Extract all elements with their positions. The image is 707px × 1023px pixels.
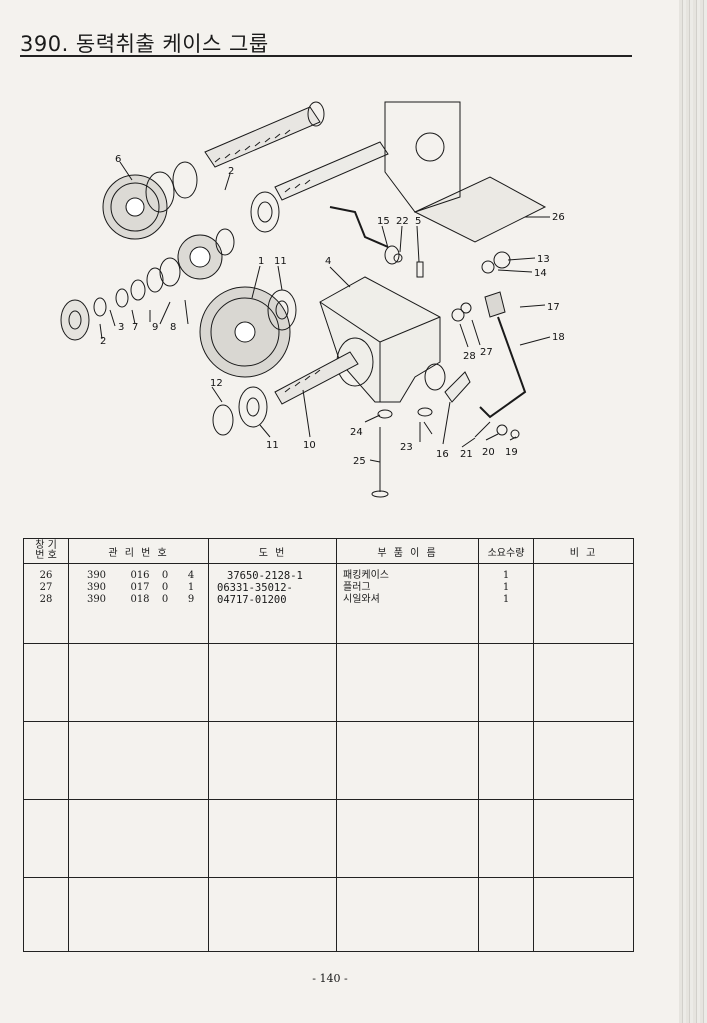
- mgmt-part1: 390: [86, 582, 107, 593]
- callout-7: 7: [132, 322, 138, 333]
- mgmt-part3: 0: [161, 594, 169, 605]
- callout-labels: 6 2 15 22 5 26 13 14 4 1 11 17 18 3 7 9 …: [100, 154, 565, 467]
- header-management-no: 관 리 번 호: [68, 538, 209, 564]
- exploded-parts-diagram: 6 2 15 22 5 26 13 14 4 1 11 17 18 3 7 9 …: [20, 62, 632, 532]
- table-row-empty: [23, 877, 634, 952]
- callout-26: 26: [552, 212, 565, 223]
- page-number: - 140 -: [312, 972, 348, 985]
- mgmt-part4: 4: [187, 570, 195, 581]
- callout-16: 16: [436, 449, 449, 460]
- table-row-empty: [23, 643, 634, 722]
- header-drawing-no: 도 번: [208, 538, 337, 564]
- drawing-no-cell: 37650-2128-1: [227, 570, 303, 582]
- part-name-cell: 시일와셔: [343, 594, 380, 605]
- callout-18: 18: [552, 332, 565, 343]
- mgmt-part3: 0: [161, 570, 169, 581]
- callout-24: 24: [350, 427, 363, 438]
- diagram-svg: 6 2 15 22 5 26 13 14 4 1 11 17 18 3 7 9 …: [60, 101, 565, 498]
- drawing-no-cell: 04717-01200: [217, 594, 287, 606]
- mgmt-part2: 017: [130, 582, 150, 593]
- page-title: 390. 동력취출 케이스 그룹: [20, 32, 269, 56]
- callout-9: 9: [152, 322, 158, 333]
- mgmt-part1: 390: [86, 594, 107, 605]
- management-no-row: 390 018 0 9: [69, 594, 208, 606]
- management-no-row: 390 017 0 1: [69, 582, 208, 594]
- callout-2b: 2: [100, 336, 106, 347]
- seq-cell: 26: [39, 570, 53, 581]
- callout-27: 27: [480, 347, 493, 358]
- mgmt-part4: 1: [187, 582, 195, 593]
- callout-19: 19: [505, 447, 518, 458]
- quantity-column: 1 1 1: [478, 563, 534, 644]
- mgmt-part1: 390: [86, 570, 107, 581]
- callout-28: 28: [463, 351, 476, 362]
- title-rule: [20, 55, 632, 57]
- callout-4: 4: [325, 256, 331, 267]
- drawing-no-cell: 06331-35012-: [217, 582, 293, 594]
- seq-cell: 27: [39, 582, 53, 593]
- seq-column: 26 27 28: [23, 563, 69, 644]
- remark-column: [533, 563, 634, 644]
- callout-21: 21: [460, 449, 473, 460]
- callout-13: 13: [537, 254, 550, 265]
- callout-6: 6: [115, 154, 121, 165]
- callout-11b: 11: [266, 440, 279, 451]
- callout-5: 5: [415, 216, 421, 227]
- table-row-empty: [23, 721, 634, 800]
- callout-23: 23: [400, 442, 413, 453]
- binding-edge: [679, 0, 707, 1023]
- mgmt-part2: 018: [130, 594, 150, 605]
- part-name-cell: 플러그: [343, 582, 371, 593]
- part-name-cell: 패킹케이스: [343, 570, 389, 581]
- header-part-name: 부 품 이 름: [336, 538, 479, 564]
- callout-2: 2: [228, 166, 234, 177]
- table-header-row: 창 기 번 호 관 리 번 호 도 번 부 품 이 름 소요수량 비 고: [23, 538, 634, 564]
- mgmt-part2: 016: [130, 570, 150, 581]
- header-seq-top: 창 기: [35, 540, 57, 551]
- management-column: 390 016 0 4 390 017 0 1 390 018 0 9: [68, 563, 209, 644]
- mgmt-part3: 0: [161, 582, 169, 593]
- header-quantity: 소요수량: [478, 538, 534, 564]
- header-seq-no: 창 기 번 호: [23, 538, 69, 564]
- mgmt-part4: 9: [187, 594, 195, 605]
- callout-14: 14: [534, 268, 547, 279]
- callout-3: 3: [118, 322, 124, 333]
- callout-11: 11: [274, 256, 287, 267]
- callout-20: 20: [482, 447, 495, 458]
- quantity-cell: 1: [502, 582, 510, 593]
- parts-table: 창 기 번 호 관 리 번 호 도 번 부 품 이 름 소요수량 비 고 26 …: [23, 538, 634, 952]
- callout-15: 15: [377, 216, 390, 227]
- callout-8: 8: [170, 322, 176, 333]
- drawing-column: 37650-2128-1 06331-35012- 04717-01200: [208, 563, 337, 644]
- callout-10: 10: [303, 440, 316, 451]
- seq-cell: 28: [39, 594, 53, 605]
- header-remark: 비 고: [533, 538, 634, 564]
- quantity-cell: 1: [502, 594, 510, 605]
- management-no-row: 390 016 0 4: [69, 570, 208, 582]
- callout-17: 17: [547, 302, 560, 313]
- part-name-column: 패킹케이스 플러그 시일와셔: [336, 563, 479, 644]
- quantity-cell: 1: [502, 570, 510, 581]
- callout-1: 1: [258, 256, 264, 267]
- callout-12: 12: [210, 378, 223, 389]
- callout-22: 22: [396, 216, 409, 227]
- callout-25: 25: [353, 456, 366, 467]
- table-row-empty: [23, 799, 634, 878]
- header-seq-bottom: 번 호: [35, 550, 57, 561]
